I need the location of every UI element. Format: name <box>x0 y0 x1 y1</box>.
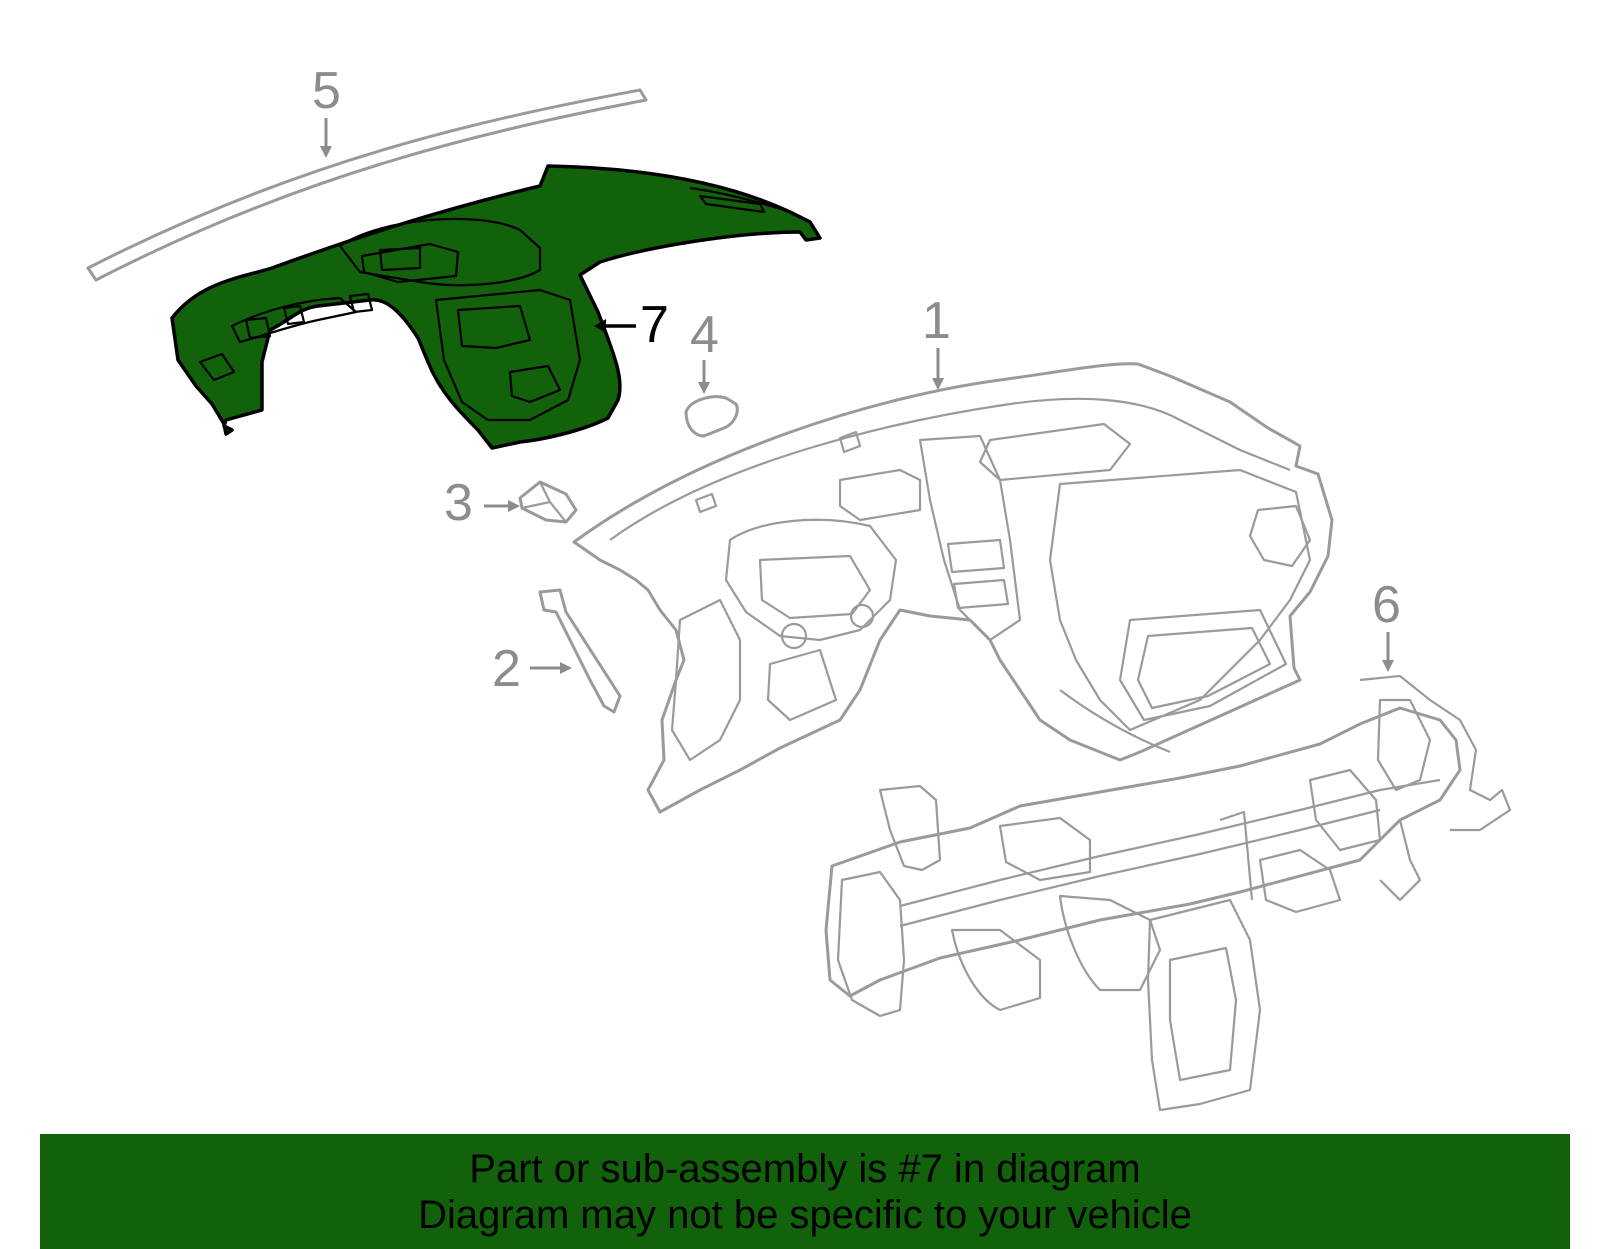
callout-2-arrow <box>530 662 572 674</box>
callout-2: 2 <box>492 640 521 698</box>
callout-3: 3 <box>444 474 473 532</box>
callout-5-arrow <box>320 118 332 158</box>
callout-3-arrow <box>484 500 520 512</box>
part-2-brace[interactable] <box>538 588 622 714</box>
banner-line-2: Diagram may not be specific to your vehi… <box>418 1192 1192 1237</box>
callout-6: 6 <box>1372 576 1401 634</box>
callout-6-arrow <box>1382 632 1394 672</box>
part-5-trim-strip[interactable] <box>86 88 648 282</box>
callout-4: 4 <box>690 306 719 364</box>
banner-line-1: Part or sub-assembly is #7 in diagram <box>469 1146 1141 1191</box>
callout-1: 1 <box>922 292 951 350</box>
callout-1-arrow <box>932 348 944 390</box>
part-6-crosscar-beam[interactable] <box>824 674 1512 1112</box>
part-1-instrument-panel[interactable] <box>572 362 1334 814</box>
part-4-cap[interactable] <box>684 395 739 438</box>
part-7-dash-pad[interactable] <box>170 164 822 450</box>
info-banner: Part or sub-assembly is #7 in diagram Di… <box>40 1134 1570 1249</box>
part-3-bracket[interactable] <box>518 480 578 524</box>
callout-7: 7 <box>640 296 669 354</box>
callout-7-arrow <box>594 319 636 333</box>
callout-4-arrow <box>698 360 710 394</box>
callout-5: 5 <box>312 62 341 120</box>
